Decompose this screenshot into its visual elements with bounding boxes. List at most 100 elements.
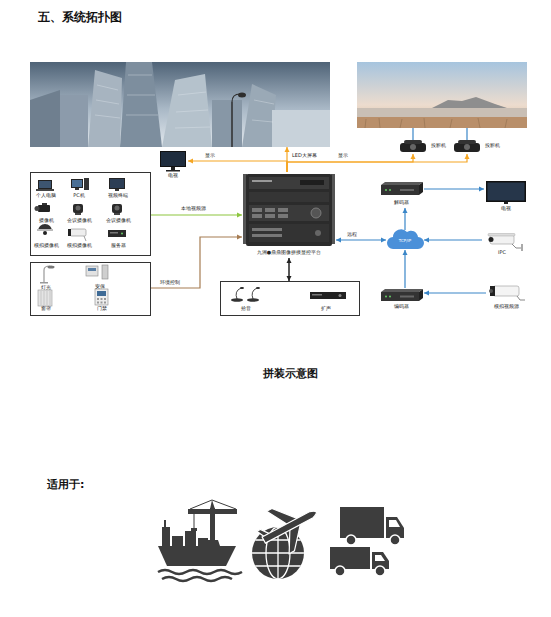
port-icon-part <box>188 509 237 514</box>
encoder-device-part <box>389 296 391 298</box>
connector-line <box>286 147 287 172</box>
projection-screen-photo-part-part <box>505 119 507 128</box>
connector <box>403 208 408 230</box>
led-screen-photo-part-part <box>127 95 155 96</box>
node-label: 门禁 <box>87 306 117 312</box>
led-screen: LED大屏幕 <box>30 62 330 147</box>
led-screen-photo-part <box>60 95 88 147</box>
source-icons-part <box>76 206 81 211</box>
encoder-device-part <box>381 289 423 292</box>
environment-icons-part-part <box>104 298 106 300</box>
projection-screen-photo-part <box>357 117 527 128</box>
road-icon-part <box>390 535 400 545</box>
source-icons-part <box>37 229 53 231</box>
analog-camera: 模拟视频源 <box>486 283 526 301</box>
audio-box: 拾音扩声 <box>220 281 360 316</box>
analog-camera-part <box>517 296 525 300</box>
tv-icon <box>160 151 186 172</box>
node-label: 模拟摄像机 <box>59 243 99 249</box>
environment-icons-part <box>88 268 96 271</box>
projection-screen-photo-part <box>357 62 527 128</box>
node-label: 电视 <box>153 173 193 179</box>
port-icon-part <box>190 500 212 509</box>
network-cloud <box>387 229 424 249</box>
environment-icons-part-part <box>97 302 99 304</box>
ip-camera-part <box>521 244 523 251</box>
air-icon-part <box>251 491 328 562</box>
source-icons-part <box>38 224 52 231</box>
projection-screen-photo-part-part <box>365 119 366 128</box>
projector-icon-part <box>410 144 416 150</box>
edge-label: 显示 <box>205 153 215 159</box>
arrow-head <box>381 238 386 243</box>
environment-icons-part <box>86 266 98 276</box>
connector <box>287 154 470 172</box>
edge-label: 显示 <box>338 153 348 159</box>
audio-icons-part <box>310 292 346 299</box>
section-heading: 适用于: <box>47 477 84 492</box>
led-screen-photo-part <box>272 110 330 147</box>
ip-camera-part <box>488 234 515 237</box>
led-screen-photo-part-part <box>252 120 273 122</box>
analog-camera-part <box>490 286 495 296</box>
port-icon-part <box>212 500 236 509</box>
led-screen-photo-part <box>120 62 162 147</box>
projector: 投影机 <box>398 138 428 154</box>
node-label: 视频终端 <box>98 193 138 199</box>
projection-screen-photo-part <box>357 108 527 118</box>
led-screen-photo-part <box>95 75 274 128</box>
projector-icon-part <box>400 143 426 152</box>
source-icons-part <box>114 213 120 215</box>
connector-line <box>151 214 242 215</box>
environment-icons-part <box>44 266 50 283</box>
node-label: 安保 <box>85 284 115 290</box>
audio-icons <box>231 287 346 302</box>
node-label: 会议摄像机 <box>98 218 138 224</box>
decoder-device <box>381 182 423 195</box>
control-platform-device-part <box>249 177 329 189</box>
decoder-device-part <box>400 189 414 191</box>
led-screen-photo-part <box>30 62 330 147</box>
tv-icon-part <box>504 202 508 204</box>
connector-line <box>424 188 484 189</box>
projector: 投影机 <box>452 138 482 154</box>
node-label: PC机 <box>59 193 99 199</box>
led-screen-photo-part <box>212 100 242 147</box>
source-icons-part <box>108 230 126 237</box>
tv-icon-part <box>171 167 175 170</box>
node-label: 窗帘 <box>31 306 61 312</box>
projector-beam <box>413 128 467 142</box>
led-screen-photo-part <box>242 84 276 147</box>
arrow-head <box>411 154 416 159</box>
decoder-device-part <box>381 185 419 195</box>
arrow-head <box>403 208 408 213</box>
control-platform-device-part <box>249 224 329 242</box>
source-icons-part <box>68 229 71 236</box>
encoder-device-part <box>419 289 423 301</box>
arrow-head <box>465 154 470 159</box>
ip-camera: IPC <box>482 232 524 248</box>
control-platform-device-part-part <box>278 208 288 212</box>
led-screen-photo-part-part <box>178 92 206 95</box>
port-icon <box>158 500 242 581</box>
projector-icon-part <box>454 143 480 152</box>
port-icon-part <box>158 546 236 566</box>
projector-beam-part <box>412 128 413 142</box>
ip-camera-part <box>490 235 514 244</box>
arrow-head <box>188 159 193 164</box>
audio-icons-part <box>252 288 257 299</box>
source-icons-part <box>112 204 122 213</box>
environment-icons-part-part <box>47 291 48 305</box>
projection-screen-photo-part-part <box>478 118 480 128</box>
environment-icons-part-part <box>50 291 51 305</box>
source-icons-part <box>84 178 89 190</box>
road-icon <box>330 507 404 576</box>
environment-icons-part <box>41 291 50 305</box>
arrow-head <box>237 235 242 240</box>
connector-line <box>404 250 405 288</box>
connector-line <box>287 154 467 172</box>
environment-icons-part-part <box>41 291 42 305</box>
control-platform-device-part-part <box>252 228 282 231</box>
